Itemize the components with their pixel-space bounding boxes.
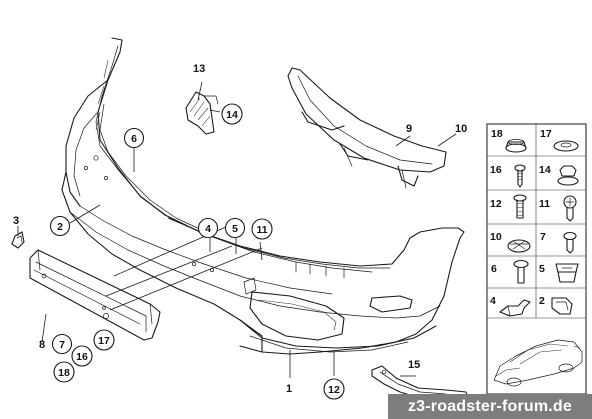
grommet-icon [505,139,527,153]
pin-screw-icon [513,259,529,284]
body-screw-icon [563,231,577,254]
bolt-washer-icon [513,194,527,219]
callout-1: 1 [286,383,292,395]
watermark-banner: z3-roadster-forum.de [388,394,592,419]
callout-14: 14 [226,109,238,121]
bracket-part-13 [185,91,219,135]
clip-part-3 [11,231,25,249]
grid-label-12: 12 [490,198,502,210]
callout-10: 10 [455,123,467,135]
self-tapping-screw-icon [563,195,577,222]
callout-16: 16 [76,351,88,363]
callout-labels: 3 2 6 13 14 9 10 4 5 11 8 7 17 16 18 1 1… [13,63,467,400]
grid-label-7: 7 [540,231,546,243]
grid-label-16: 16 [490,164,502,176]
grid-label-4: 4 [490,295,496,307]
callout-18: 18 [58,367,70,379]
grid-label-6: 6 [491,263,497,275]
callout-7: 7 [59,339,65,351]
callout-3: 3 [13,215,19,227]
car-illustration [493,339,583,387]
grid-label-18: 18 [491,128,503,140]
callout-6: 6 [131,133,137,145]
callout-8: 8 [39,339,45,351]
callout-13: 13 [193,63,205,75]
license-plate-bracket [29,249,161,341]
callout-2: 2 [57,221,63,233]
grid-label-10: 10 [490,231,502,243]
grid-label-5: 5 [539,263,545,275]
washer-icon [553,140,579,152]
callout-12: 12 [328,384,340,396]
grid-label-2: 2 [539,295,545,307]
clip-nut-icon [557,165,579,186]
screw-icon [514,164,526,188]
bracket-clip-icon [551,297,573,315]
grid-label-11: 11 [539,198,550,210]
callout-15: 15 [408,359,420,371]
callout-4: 4 [205,223,211,235]
grid-label-14: 14 [539,164,551,176]
grid-label-17: 17 [540,128,552,140]
air-grille-insert [287,67,447,189]
callout-9: 9 [406,123,412,135]
callout-11: 11 [256,224,267,236]
callout-17: 17 [98,335,110,347]
expansion-rivet-icon [507,239,531,253]
leader-lines [17,81,457,378]
callout-5: 5 [232,223,238,235]
spring-nut-icon [555,263,579,283]
bumper-panel [61,37,465,355]
parts-grid: 18 17 16 14 12 11 [486,123,587,395]
plastic-rivet-icon [499,299,531,317]
